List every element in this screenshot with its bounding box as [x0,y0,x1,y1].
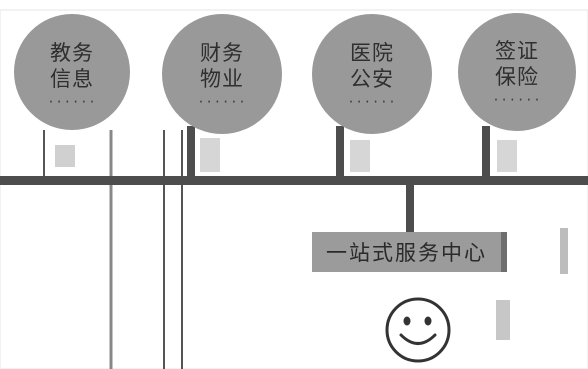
category-dots: ······ [47,95,97,109]
main-horizontal-bar [0,176,588,185]
category-circle [14,14,130,130]
noise-patch [350,140,370,172]
category-label-line2: 公安 [350,67,394,91]
category-dots: ······ [197,95,247,109]
category-circle [162,14,282,134]
category-circle [458,13,576,131]
category-label-line1: 医院 [350,41,394,65]
category-label: 财务 物业 ······ [177,40,267,108]
category-label-line1: 签证 [495,39,539,63]
frame [0,9,588,369]
category-label-line1: 财务 [200,41,244,65]
noise-patch [200,138,220,172]
category-dots: ······ [492,93,542,107]
riser-3 [482,126,490,181]
category-dots: ······ [347,95,397,109]
category-label: 签证 保险 ······ [472,38,562,106]
smiley-icon [385,297,451,363]
service-center-box: 一站式服务中心 [312,232,507,272]
category-label: 医院 公安 ······ [327,40,417,108]
category-label: 教务 信息 ······ [27,40,117,108]
noise-patch [55,145,75,167]
center-trunk [406,184,414,234]
service-center-label: 一站式服务中心 [326,241,487,265]
category-label-line2: 信息 [50,67,94,91]
category-label-line2: 保险 [495,65,539,89]
noise-mark [560,228,568,274]
category-circle [312,14,432,134]
riser-2 [336,126,344,181]
category-label-line2: 物业 [200,67,244,91]
riser-1 [187,126,195,181]
noise-mark [496,300,510,340]
noise-patch [497,140,517,172]
category-label-line1: 教务 [50,41,94,65]
